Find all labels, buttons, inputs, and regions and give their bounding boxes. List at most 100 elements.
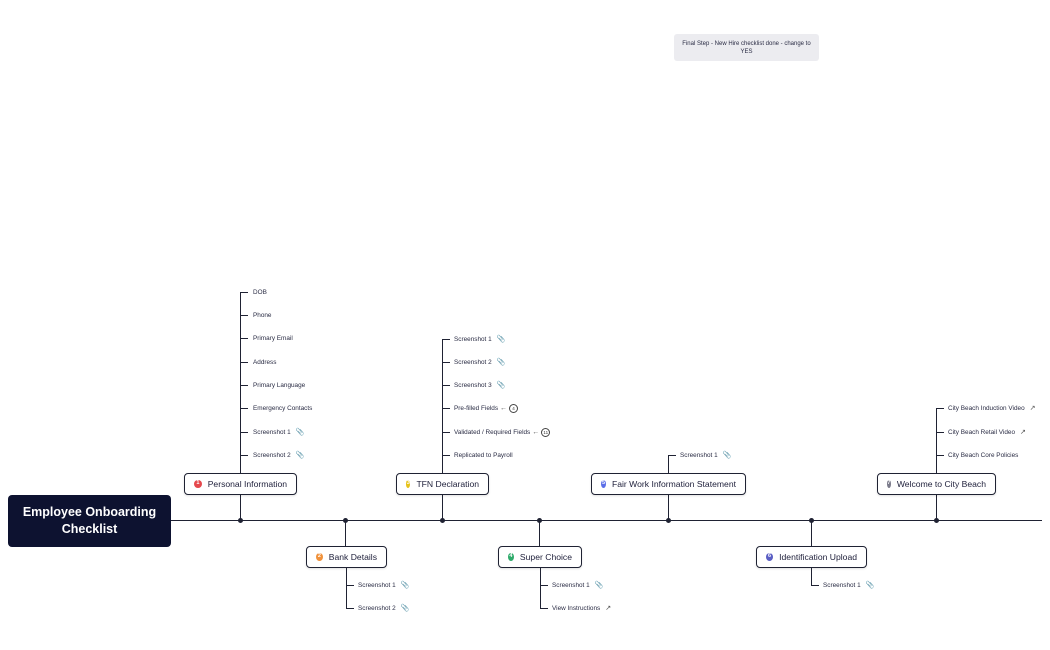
final-step-note[interactable]: Final Step - New Hire checklist done - c… — [674, 34, 819, 61]
list-item[interactable]: Screenshot 1 📎 — [552, 580, 603, 590]
node-super-choice[interactable]: 4 Super Choice — [498, 546, 582, 568]
branch-line — [936, 408, 937, 473]
junction-dot — [666, 518, 671, 523]
item-label: Primary Language — [253, 381, 306, 389]
paperclip-icon[interactable]: 📎 — [400, 582, 410, 589]
list-item[interactable]: Screenshot 1 📎 — [823, 580, 874, 590]
branch-line — [240, 292, 241, 473]
collapse-arrow-icon[interactable]: ← — [500, 404, 508, 412]
branch-tick — [936, 432, 944, 433]
branch-line — [811, 568, 812, 586]
junction-dot — [440, 518, 445, 523]
external-link-icon[interactable]: ↗ — [1020, 429, 1026, 436]
item-label: DOB — [253, 288, 267, 296]
branch-tick — [346, 608, 354, 609]
paperclip-icon[interactable]: 📎 — [722, 452, 732, 459]
branch-tick — [936, 408, 944, 409]
branch-tick — [346, 585, 354, 586]
list-item[interactable]: Screenshot 1📎 — [253, 427, 304, 437]
number-badge-icon: 3 — [406, 480, 411, 488]
paperclip-icon[interactable]: 📎 — [865, 582, 875, 589]
list-item[interactable]: Pre-filled Fields←4 — [454, 403, 519, 413]
item-label: Screenshot 2 — [454, 358, 492, 366]
item-label: Pre-filled Fields — [454, 404, 499, 412]
branch-tick — [442, 408, 450, 409]
item-label: Screenshot 3 — [454, 381, 492, 389]
node-label: Bank Details — [328, 552, 377, 562]
branch-tick — [811, 585, 819, 586]
branch-tick — [240, 292, 248, 293]
list-item[interactable]: Validated / Required Fields←11 — [454, 427, 551, 437]
list-item[interactable]: Address — [253, 357, 276, 367]
paperclip-icon[interactable]: 📎 — [295, 452, 305, 459]
node-fair-work-information-statement[interactable]: 5 Fair Work Information Statement — [591, 473, 746, 495]
list-item[interactable]: Replicated to Payroll — [454, 450, 513, 460]
external-link-icon[interactable]: ↗ — [605, 605, 612, 612]
list-item[interactable]: City Beach Retail Video ↗ — [948, 427, 1026, 437]
item-label: Validated / Required Fields — [454, 428, 531, 436]
list-item[interactable]: Screenshot 3 📎 — [454, 380, 505, 390]
list-item[interactable]: Screenshot 1 📎 — [680, 450, 731, 460]
list-item[interactable]: DOB — [253, 287, 267, 297]
node-bank-details[interactable]: 2 Bank Details — [306, 546, 387, 568]
paperclip-icon[interactable]: 📎 — [496, 336, 506, 343]
root-topic[interactable]: Employee Onboarding Checklist — [8, 495, 171, 547]
node-tfn-declaration[interactable]: 3 TFN Declaration — [396, 473, 489, 495]
branch-tick — [442, 455, 450, 456]
branch-tick — [936, 455, 944, 456]
item-label: View Instructions — [552, 604, 601, 612]
branch-line — [442, 339, 443, 473]
connector — [811, 520, 812, 546]
branch-tick — [540, 608, 548, 609]
paperclip-icon[interactable]: 📎 — [295, 429, 305, 436]
collapse-arrow-icon[interactable]: ← — [532, 428, 540, 436]
list-item[interactable]: Primary Email — [253, 333, 293, 343]
node-identification-upload[interactable]: 6 Identification Upload — [756, 546, 867, 568]
external-link-icon[interactable]: ↗ — [1029, 405, 1036, 412]
branch-tick — [240, 432, 248, 433]
item-label: Screenshot 1 — [823, 581, 861, 589]
root-title: Employee Onboarding Checklist — [22, 505, 157, 536]
list-item[interactable]: Screenshot 1 📎 — [454, 334, 505, 344]
note-text: Final Step - New Hire checklist done - c… — [682, 40, 811, 55]
paperclip-icon[interactable]: 📎 — [496, 382, 506, 389]
item-label: Primary Email — [253, 334, 293, 342]
list-item[interactable]: View Instructions ↗ — [552, 603, 611, 613]
branch-tick — [442, 362, 450, 363]
paperclip-icon[interactable]: 📎 — [496, 359, 506, 366]
item-label: Screenshot 1 — [552, 581, 590, 589]
branch-tick — [240, 408, 248, 409]
item-label: City Beach Core Policies — [948, 451, 1019, 459]
list-item[interactable]: Screenshot 2📎 — [358, 603, 409, 613]
branch-tick — [442, 339, 450, 340]
count-badge[interactable]: 11 — [541, 427, 551, 437]
list-item[interactable]: Emergency Contacts — [253, 403, 312, 413]
count-badge[interactable]: 4 — [509, 403, 519, 413]
list-item[interactable]: Primary Language — [253, 380, 305, 390]
number-badge-icon: 2 — [316, 553, 323, 561]
number-badge-icon: 6 — [766, 553, 774, 561]
item-label: Screenshot 1 — [680, 451, 718, 459]
number-badge-icon: 5 — [601, 480, 606, 488]
connector — [442, 495, 443, 520]
item-label: Phone — [253, 311, 272, 319]
item-label: City Beach Retail Video — [948, 428, 1016, 436]
list-item[interactable]: Phone — [253, 310, 271, 320]
item-label: Emergency Contacts — [253, 404, 313, 412]
list-item[interactable]: Screenshot 2📎 — [253, 450, 304, 460]
list-item[interactable]: Screenshot 1📎 — [358, 580, 409, 590]
node-label: Welcome to City Beach — [896, 479, 986, 489]
connector — [668, 495, 669, 520]
connector — [345, 520, 346, 546]
item-label: City Beach Induction Video — [948, 404, 1025, 412]
number-badge-icon: 1 — [194, 480, 202, 488]
list-item[interactable]: City Beach Induction Video ↗ — [948, 403, 1036, 413]
node-personal-information[interactable]: 1 Personal Information — [184, 473, 297, 495]
node-welcome-to-city-beach[interactable]: 7 Welcome to City Beach — [877, 473, 996, 495]
branch-tick — [240, 362, 248, 363]
list-item[interactable]: Screenshot 2 📎 — [454, 357, 505, 367]
paperclip-icon[interactable]: 📎 — [594, 582, 604, 589]
paperclip-icon[interactable]: 📎 — [400, 605, 410, 612]
list-item[interactable]: City Beach Core Policies — [948, 450, 1018, 460]
item-label: Screenshot 1 — [454, 335, 492, 343]
